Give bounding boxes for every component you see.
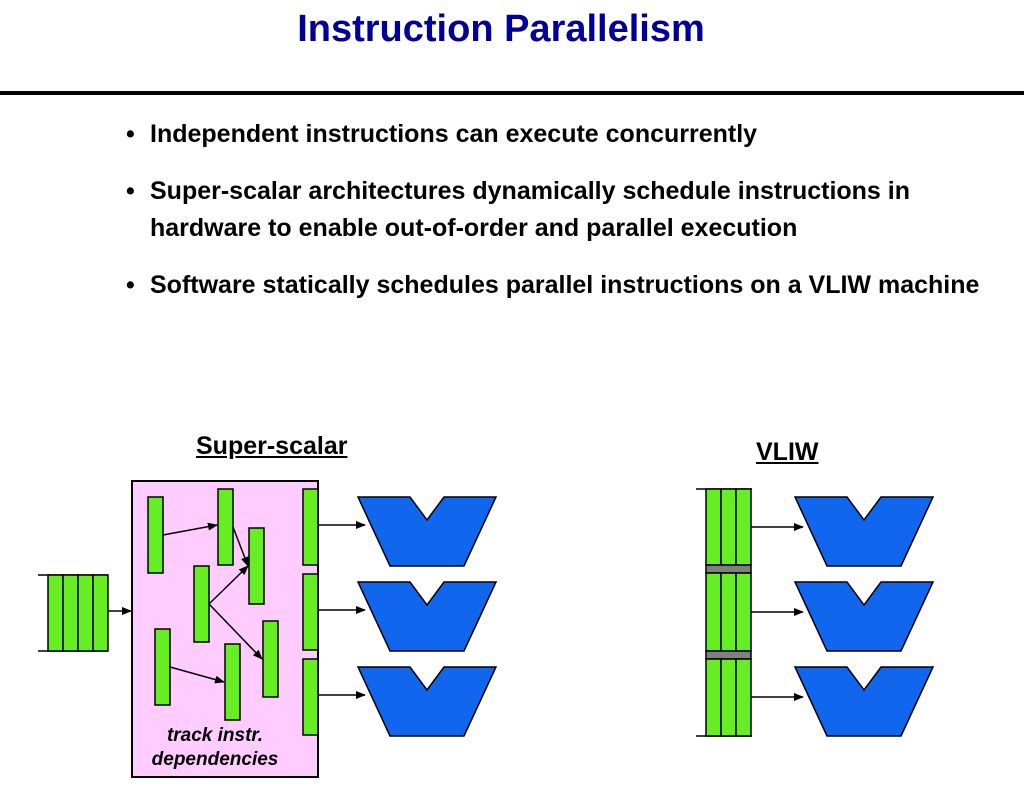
functional-unit: [356, 581, 498, 652]
tracked-instruction: [154, 628, 171, 706]
bullet-icon: •: [126, 271, 135, 299]
functional-unit: [793, 496, 935, 567]
bullet-list: • Independent instructions can execute co…: [126, 116, 986, 324]
queued-instruction: [77, 574, 94, 652]
issued-instructions: [302, 488, 319, 736]
superscalar-functional-units: [356, 496, 498, 737]
tracked-instruction: [248, 527, 265, 605]
functional-unit: [793, 581, 935, 652]
slide-title: Instruction Parallelism: [297, 8, 705, 50]
vliw-slot: [720, 572, 737, 652]
tracker-caption: track instr. dependencies: [132, 724, 298, 772]
tracked-instruction: [147, 496, 164, 574]
queued-instruction: [47, 574, 64, 652]
bullet-text: Independent instructions can execute con…: [150, 120, 758, 148]
bullet-icon: •: [126, 120, 135, 148]
queued-instruction: [62, 574, 79, 652]
title-divider: [0, 91, 1024, 95]
vliw-word-separator: [705, 564, 752, 574]
vliw-slot: [705, 658, 722, 737]
issued-instruction: [302, 488, 319, 566]
vliw-slot: [705, 488, 722, 566]
tracker-caption-line: dependencies: [151, 749, 279, 770]
bullet-item: • Super-scalar architectures dynamically …: [126, 173, 986, 247]
issued-instruction: [302, 573, 319, 651]
functional-unit: [793, 666, 935, 737]
vliw-issue-arrows: [751, 523, 804, 701]
vliw-slot: [705, 572, 722, 652]
dependency-arrows: [162, 522, 263, 684]
vliw-slot: [735, 658, 752, 737]
vliw-slot: [720, 658, 737, 737]
issue-arrows: [318, 521, 366, 699]
bullet-icon: •: [126, 177, 135, 205]
issued-instruction: [302, 658, 319, 736]
vliw-slot: [720, 488, 737, 566]
tracked-instructions: [147, 488, 279, 721]
superscalar-instruction-queue: [38, 574, 109, 652]
tracked-instruction: [224, 643, 241, 721]
superscalar-label: Super-scalar: [196, 432, 348, 460]
functional-unit: [356, 496, 498, 567]
tracked-instruction: [193, 565, 210, 643]
queued-instruction: [92, 574, 109, 652]
vliw-word-separator: [705, 650, 752, 660]
bullet-item: • Independent instructions can execute co…: [126, 116, 986, 153]
bullet-text: Software statically schedules parallel i…: [150, 271, 980, 299]
bullet-text: Super-scalar architectures dynamically s…: [150, 177, 910, 242]
tracked-instruction: [262, 620, 279, 698]
bullet-item: • Software statically schedules parallel …: [126, 267, 986, 304]
vliw-label: VLIW: [756, 438, 819, 466]
functional-unit: [356, 666, 498, 737]
vliw-slot: [735, 488, 752, 566]
tracked-instruction: [217, 488, 234, 566]
vliw-slot: [735, 572, 752, 652]
vliw-functional-units: [793, 496, 935, 737]
tracker-caption-line: track instr.: [166, 725, 264, 746]
vliw-instruction-words: [696, 488, 752, 737]
